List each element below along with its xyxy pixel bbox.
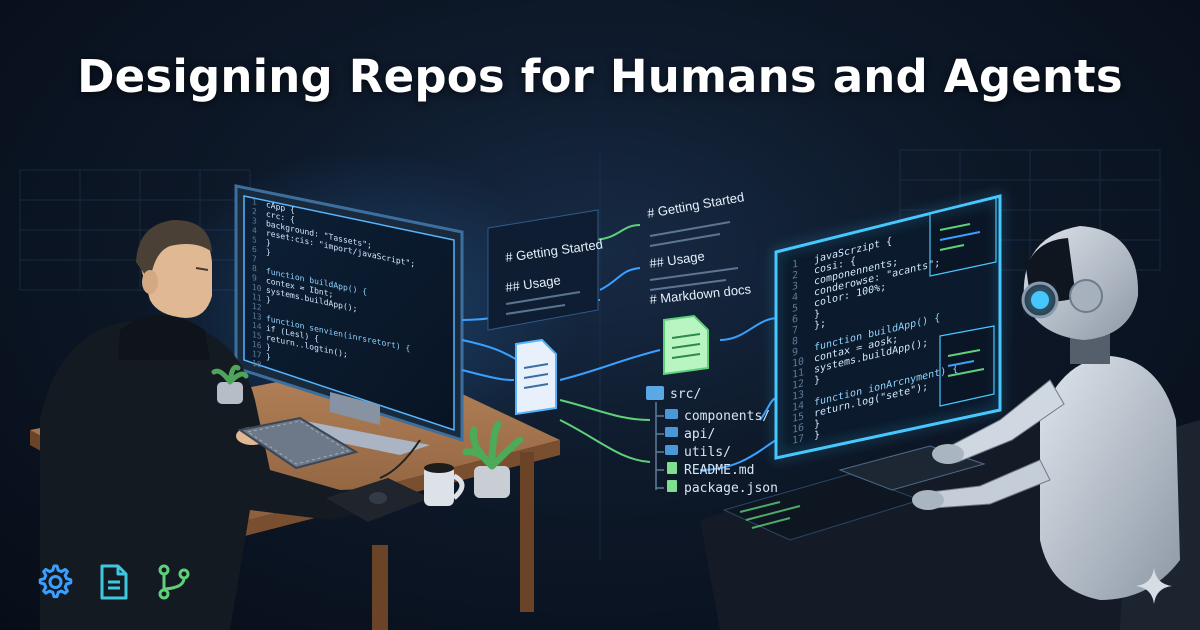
desk-plant-large <box>462 420 524 498</box>
agent-code-line-number: 16 <box>792 422 804 436</box>
agent-monitor <box>773 192 1003 462</box>
agent-code-line-number: 4 <box>792 292 798 304</box>
human-code-line-number: 6 <box>252 244 257 255</box>
docs-card-left: # Getting Started ## Usage <box>487 209 604 331</box>
agent-code-line-number: 9 <box>792 347 798 359</box>
doc-heading-right-2: ## Usage <box>648 248 705 271</box>
git-branch-icon <box>158 564 190 600</box>
human-code-line-number: 1 <box>252 196 257 207</box>
bottom-icon-row <box>34 562 194 602</box>
tree-item: package.json <box>684 481 778 496</box>
human-code-line-number: 8 <box>252 263 257 274</box>
doc-heading-right-3: # Markdown docs <box>649 281 752 307</box>
folder-icon <box>665 409 678 419</box>
human-keyboard <box>237 416 359 470</box>
tree-root: src/ <box>670 387 701 402</box>
page-title: Designing Repos for Humans and Agents <box>77 50 1123 103</box>
file-icon <box>667 480 677 492</box>
human-code-code-line: } <box>266 342 271 353</box>
agent-code-code-line: } <box>814 308 820 320</box>
agent-code-line-number: 12 <box>792 378 804 392</box>
human-code-code-line: } <box>266 351 271 362</box>
agent-code-line-number: 17 <box>792 433 804 447</box>
human-code-line-number: 9 <box>252 272 257 283</box>
agent-code-code-line: } <box>814 374 820 386</box>
docs-card-right: # Getting Started ## Usage # Markdown do… <box>646 189 752 307</box>
human-code-line-number: 4 <box>252 225 257 236</box>
doc-heading-right-1: # Getting Started <box>646 189 745 221</box>
agent-code-line-number: 7 <box>792 325 798 337</box>
human-code-line-number: 16 <box>252 339 262 351</box>
human-code-line-number: 2 <box>252 206 257 217</box>
human-code-line-number: 18 <box>252 358 262 370</box>
human-code-line-number: 15 <box>252 329 262 341</box>
human-code-code-line: } <box>266 237 271 248</box>
document-icon <box>100 564 128 600</box>
human-code-line-number: 14 <box>252 320 262 332</box>
human-code-line-number: 7 <box>252 253 257 264</box>
agent-code-line-number: 11 <box>792 367 804 381</box>
tree-item: api/ <box>684 427 715 442</box>
folder-icon <box>665 445 678 455</box>
human-code-line-number: 3 <box>252 215 257 226</box>
desk-plant-small <box>211 364 249 404</box>
human-code-code-line: } <box>266 294 271 305</box>
markdown-file-icon <box>663 314 709 376</box>
file-tree: src/ components/api/utils/README.md packa… <box>646 386 778 496</box>
folder-icon <box>665 427 678 437</box>
tree-item: utils/ <box>684 445 731 460</box>
agent-code-line-number: 6 <box>792 314 798 326</box>
agent-code-line-number: 10 <box>792 356 804 370</box>
document-icon <box>515 338 557 416</box>
file-icon <box>667 462 677 474</box>
human-code-line-number: 12 <box>252 301 262 313</box>
agent-code-line-number: 3 <box>792 281 798 293</box>
mouse-pad <box>326 478 430 522</box>
human-code-code-line: } <box>266 247 271 258</box>
robot-agent <box>912 226 1200 630</box>
coffee-mug <box>424 463 465 506</box>
agent-code-code-line: } <box>814 429 820 441</box>
human-code-line-number: 10 <box>252 282 262 294</box>
human-code-line-number: 11 <box>252 291 262 303</box>
agent-code-line-number: 8 <box>792 336 798 348</box>
agent-code-code-line: }; <box>814 318 826 332</box>
sparkle-icon <box>1136 568 1172 604</box>
agent-mini-panels <box>939 223 985 377</box>
human-code-line-number: 13 <box>252 310 262 322</box>
human-code-line-number: 17 <box>252 348 262 360</box>
agent-code-line-number: 2 <box>792 270 798 282</box>
tree-item: components/ <box>684 409 770 424</box>
agent-code-line-number: 13 <box>792 389 804 403</box>
agent-code-line-number: 1 <box>792 259 798 271</box>
human-code-line-number: 5 <box>252 234 257 245</box>
mouse-cable <box>379 439 421 479</box>
folder-icon <box>646 386 664 400</box>
tree-item: README.md <box>684 463 754 478</box>
agent-code-line-number: 5 <box>792 303 798 315</box>
gear-icon <box>38 564 73 599</box>
agent-code-code-line: } <box>814 418 820 430</box>
agent-code-line-number: 14 <box>792 400 804 414</box>
agent-code-line-number: 15 <box>792 411 804 425</box>
